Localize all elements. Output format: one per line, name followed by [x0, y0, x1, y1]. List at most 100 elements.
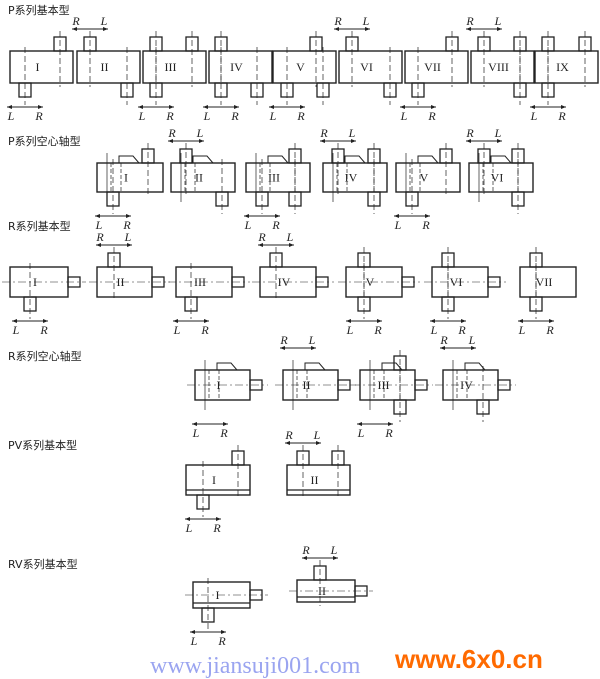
direction-label-right: R [284, 428, 293, 442]
model-numeral: I [33, 275, 37, 289]
model-numeral: I [36, 60, 40, 74]
model-numeral: III [268, 171, 280, 185]
direction-label-right: R [230, 109, 239, 123]
model-numeral: IV [345, 171, 358, 185]
direction-label-right: R [200, 323, 209, 337]
gearbox-housing [431, 266, 489, 298]
model-numeral: II [311, 473, 319, 487]
direction-label-right: R [319, 126, 328, 140]
direction-label-left: L [7, 109, 15, 123]
direction-label-left: L [173, 323, 181, 337]
gearbox-housing [192, 581, 251, 609]
direction-label-right: R [439, 333, 448, 347]
gearbox-housing [468, 162, 534, 193]
watermark: www.jiansuji001.com www.6x0.cn [150, 644, 543, 679]
direction-label-left: L [203, 109, 211, 123]
direction-label-right: R [165, 109, 174, 123]
gearbox-housing [9, 50, 74, 84]
section-title: R系列基本型 [8, 219, 71, 233]
direction-label-left: L [138, 109, 146, 123]
direction-label-left: L [518, 323, 526, 337]
direction-label-left: L [430, 323, 438, 337]
model-numeral: III [378, 378, 390, 392]
gearbox-housing [272, 50, 337, 84]
section-title: RV系列基本型 [8, 557, 78, 571]
model-numeral: IV [460, 378, 473, 392]
hollow-shaft-cover [192, 155, 214, 164]
direction-label-left: L [346, 323, 354, 337]
hollow-shaft-cover [464, 362, 486, 371]
model-numeral: VI [360, 60, 373, 74]
gearbox-housing [142, 50, 207, 84]
model-numeral: II [101, 60, 109, 74]
section-title: R系列空心轴型 [8, 349, 82, 363]
direction-label-left: L [400, 109, 408, 123]
direction-label-right: R [271, 218, 280, 232]
section-title: P系列基本型 [8, 3, 70, 17]
direction-label-right: R [39, 323, 48, 337]
gearbox-housing [322, 162, 388, 193]
direction-label-left: L [494, 14, 502, 28]
direction-label-left: L [394, 218, 402, 232]
model-numeral: I [217, 378, 221, 392]
gearbox-housing [170, 162, 236, 193]
reducer-model: I L R [187, 360, 268, 440]
model-numeral: II [318, 584, 326, 598]
hollow-shaft-cover [267, 155, 289, 164]
gearbox-housing [442, 369, 499, 401]
direction-label-right: R [279, 333, 288, 347]
hollow-shaft-cover [344, 155, 366, 164]
gearbox-housing [76, 50, 141, 84]
direction-label-right: R [545, 323, 554, 337]
gearbox-housing [286, 464, 351, 496]
gearbox-housing [519, 266, 577, 298]
gearbox-housing [259, 266, 317, 298]
gearbox-housing [534, 50, 599, 84]
hollow-shaft-cover [381, 362, 403, 371]
model-numeral: VI [491, 171, 504, 185]
model-numeral: II [117, 275, 125, 289]
direction-label-left: L [330, 543, 338, 557]
model-numeral: V [420, 171, 429, 185]
model-numeral: V [296, 60, 305, 74]
direction-label-left: L [100, 14, 108, 28]
gearbox-housing [296, 579, 356, 603]
direction-label-right: R [557, 109, 566, 123]
direction-label-left: L [308, 333, 316, 347]
direction-label-right: R [457, 323, 466, 337]
hollow-shaft-cover [417, 155, 439, 164]
direction-label-left: L [192, 426, 200, 440]
model-numeral: III [165, 60, 177, 74]
gearbox-housing [185, 464, 251, 496]
gearbox-housing [245, 162, 311, 193]
gearbox-housing [338, 50, 403, 84]
gearbox-housing [395, 162, 461, 193]
gearbox-housing [404, 50, 469, 84]
gearbox-housing [470, 50, 535, 84]
direction-label-right: R [219, 426, 228, 440]
watermark-primary: www.6x0.cn [394, 644, 543, 674]
direction-label-left: L [196, 126, 204, 140]
direction-label-left: L [124, 230, 132, 244]
section-title: P系列空心轴型 [8, 134, 81, 148]
model-numeral: VII [424, 60, 441, 74]
gearbox-housing [175, 266, 233, 298]
